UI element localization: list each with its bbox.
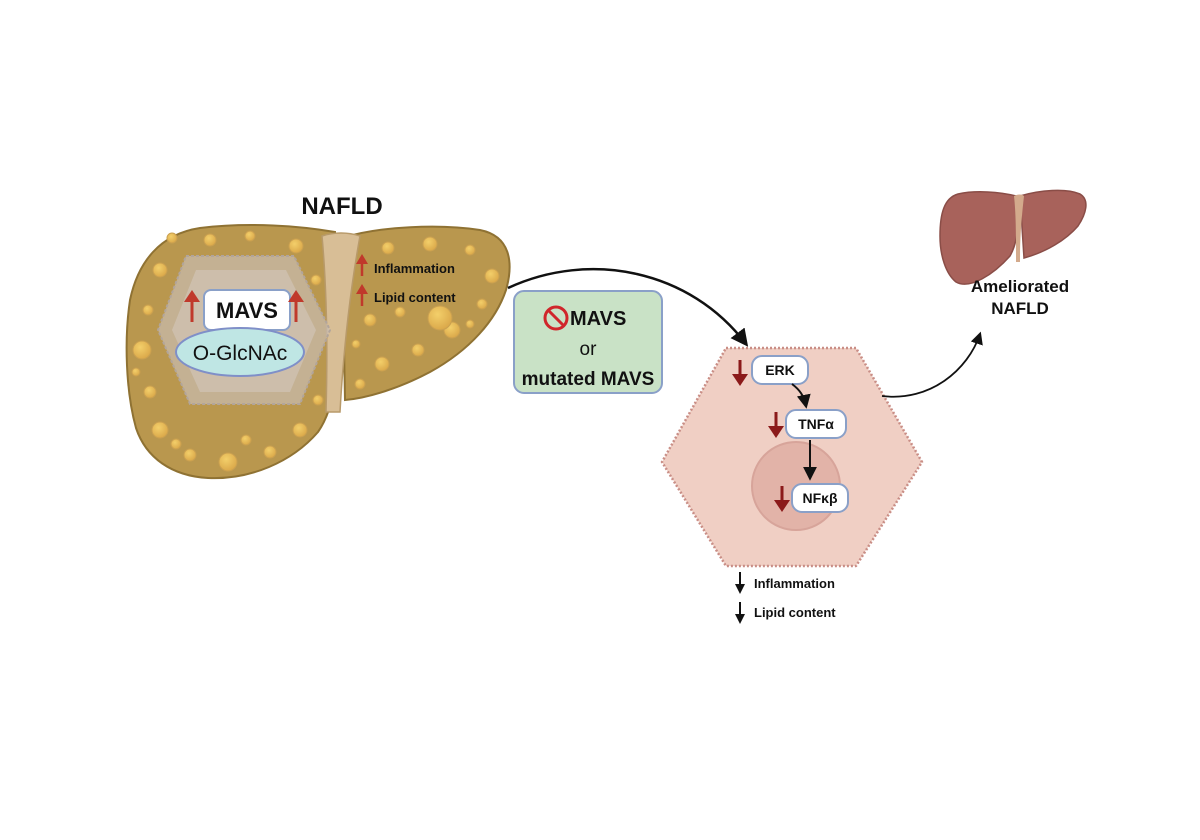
arrow-erk-to-tnfa (791, 383, 811, 409)
down-arrow-erk-icon (732, 360, 748, 386)
down-arrow-nfkb-icon (774, 486, 790, 512)
fat-droplets (131, 230, 500, 472)
arrow-to-hepatocyte (507, 268, 749, 347)
cell-effect-inflammation: Inflammation (754, 576, 835, 591)
nfkb-label: NFκβ (802, 490, 837, 506)
mavs-up-arrow-left-icon (184, 290, 200, 322)
erk-label: ERK (765, 362, 795, 378)
mavs-up-arrow-right-icon (288, 290, 304, 322)
arrow-to-outcome (881, 331, 983, 398)
nfkb-box (791, 483, 849, 513)
healthy-liver-ligament (1014, 194, 1024, 262)
healthy-liver-left-lobe (939, 191, 1019, 285)
oglcnac-label: O-GlcNAc (193, 342, 288, 365)
erk-box (751, 355, 809, 385)
intervention-line1: MAVS (570, 308, 626, 330)
healthy-liver-right-lobe (1019, 189, 1087, 259)
nafld-effect-lipid: Lipid content (374, 290, 456, 305)
outcome-line1: Ameliorated (971, 277, 1069, 296)
mavs-label: MAVS (216, 298, 278, 323)
up-arrow-inflammation-icon (356, 254, 368, 276)
oglcnac-ellipse (175, 327, 305, 377)
tnfa-box (785, 409, 847, 439)
down-arrow-lipid-icon (735, 602, 745, 624)
intervention-line3: mutated MAVS (522, 369, 655, 390)
healthy-liver (939, 189, 1087, 285)
prohibit-icon (543, 305, 569, 331)
tnfa-label: TNFα (798, 416, 834, 432)
nafld-effect-inflammation: Inflammation (374, 261, 455, 276)
falciform-ligament (321, 232, 361, 413)
fatty-liver-right-lobe (340, 225, 511, 402)
nafld-title: NAFLD (301, 193, 382, 220)
intervention-line2: or (580, 339, 598, 360)
down-arrow-inflammation-icon (735, 572, 745, 594)
outcome-line2: NAFLD (991, 299, 1049, 318)
up-arrow-lipid-icon (356, 284, 368, 306)
intervention-box (513, 290, 663, 394)
cell-effect-lipid: Lipid content (754, 605, 836, 620)
down-arrow-tnfa-icon (768, 412, 784, 438)
